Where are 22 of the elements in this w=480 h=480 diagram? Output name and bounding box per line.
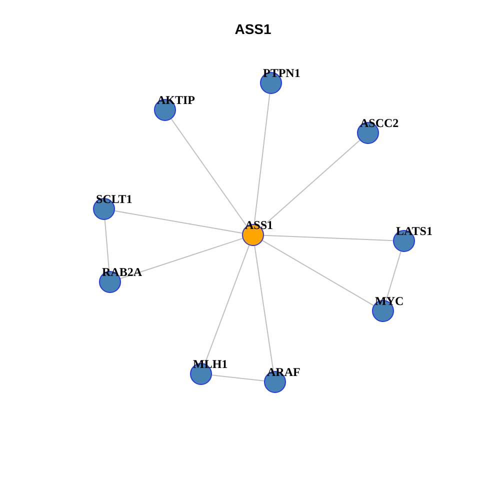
- edge-line: [170, 118, 248, 226]
- node-label: MLH1: [193, 358, 228, 370]
- node-label: SCLT1: [96, 193, 132, 205]
- edge-line: [204, 244, 250, 364]
- edge-line: [254, 245, 274, 372]
- node-label: ASCC2: [360, 117, 399, 129]
- node-label: PTPN1: [263, 67, 300, 79]
- edge-line: [114, 210, 243, 234]
- node-label: ARAF: [267, 366, 300, 378]
- edge-line: [120, 238, 244, 280]
- edge-line: [262, 240, 374, 306]
- edge-line: [260, 140, 360, 228]
- chart-title: ASS1: [234, 21, 272, 37]
- node-label: RAB2A: [102, 266, 142, 278]
- node-label: MYC: [375, 295, 404, 307]
- edge-line: [386, 251, 402, 301]
- node-label: AKTIP: [157, 94, 196, 106]
- edge-line: [264, 234, 394, 242]
- edge-line: [254, 93, 270, 225]
- edge-line: [104, 219, 110, 272]
- edge-line: [211, 374, 265, 382]
- node-label: LATS1: [396, 225, 432, 237]
